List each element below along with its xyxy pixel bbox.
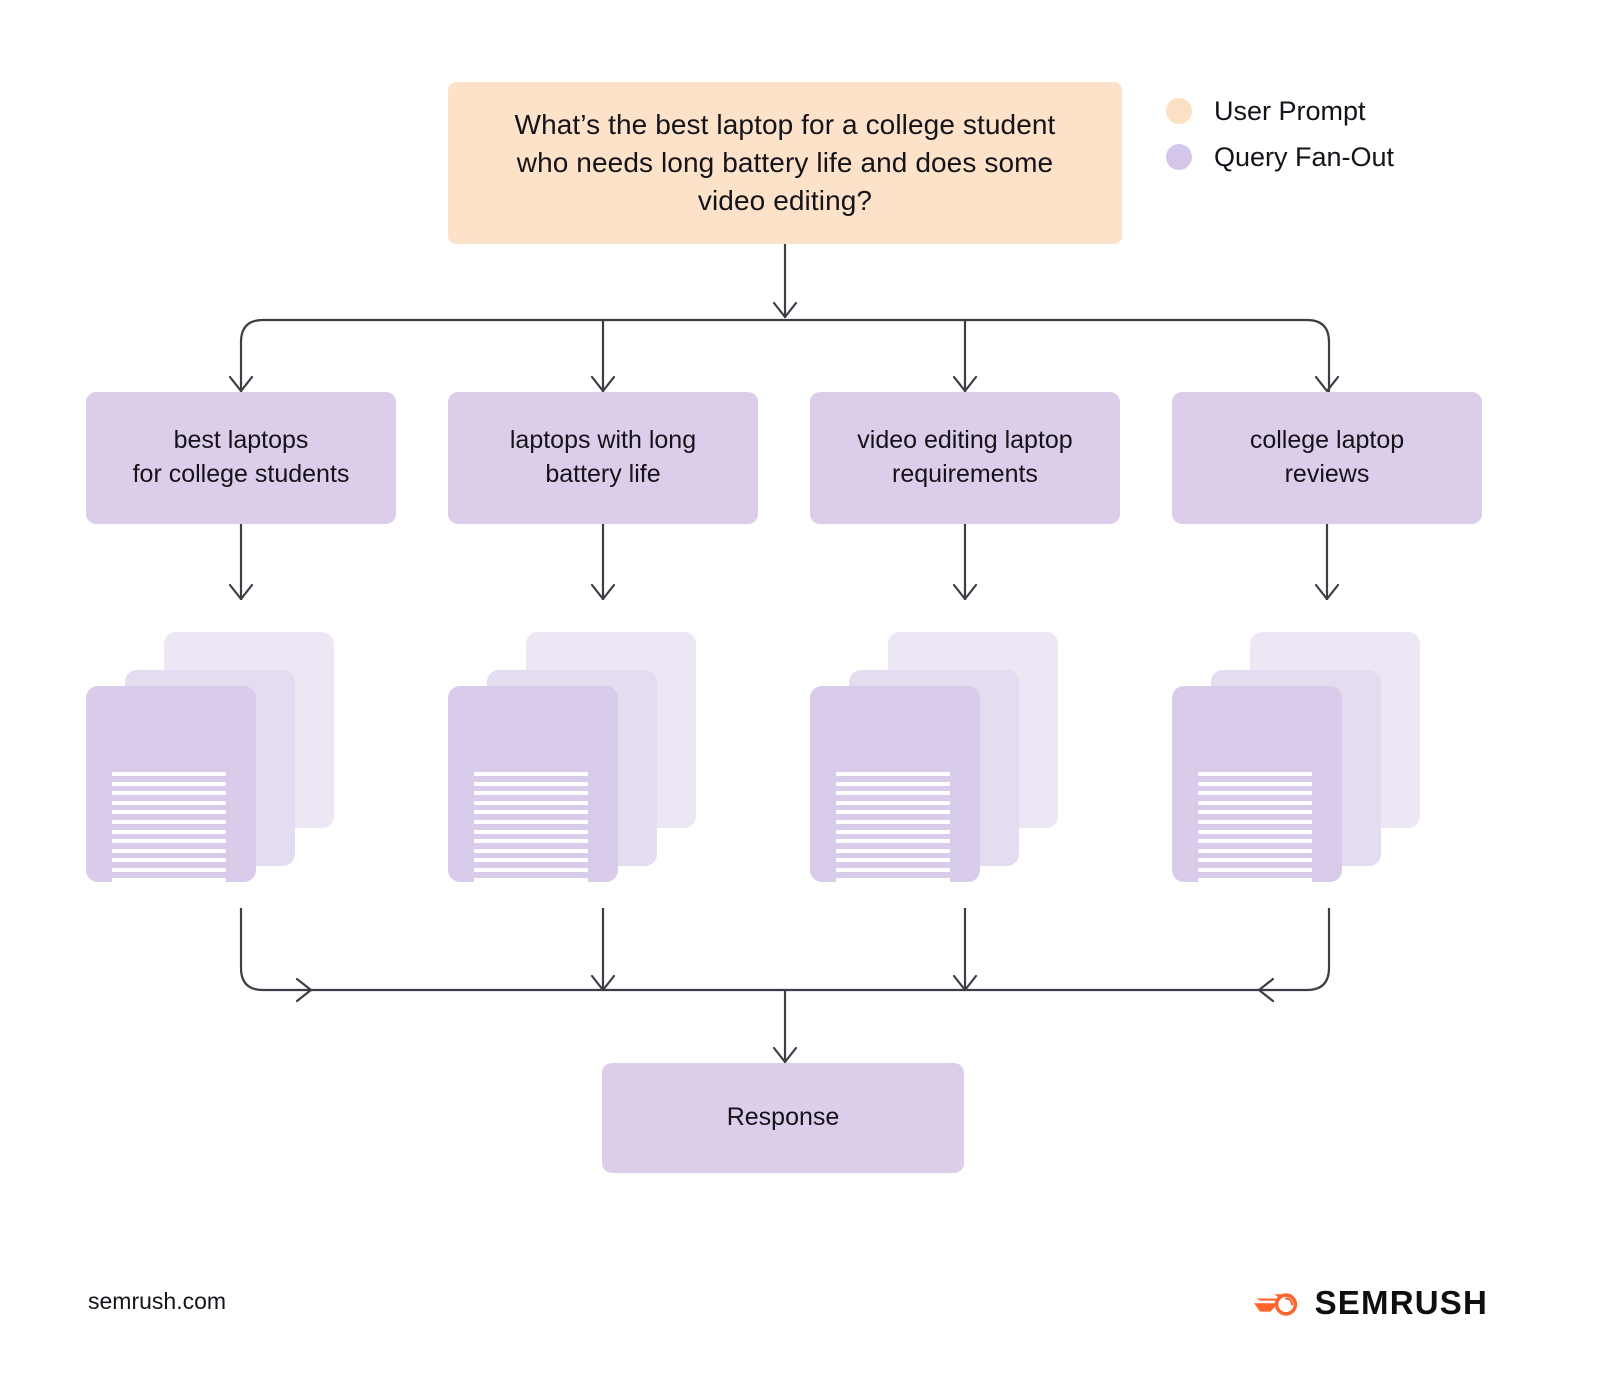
document-text-line [836, 791, 950, 796]
document-text-line [112, 877, 226, 882]
semrush-logo: SEMRUSH [1253, 1284, 1488, 1322]
document-stack-icon [1172, 622, 1422, 901]
document-text-line [112, 848, 226, 853]
document-text-line [836, 781, 950, 786]
legend: User Prompt Query Fan-Out [1166, 88, 1394, 180]
document-text-line [1198, 848, 1312, 853]
document-text-line [1198, 877, 1312, 882]
document-text-line [836, 858, 950, 863]
document-text-line [474, 791, 588, 796]
document-card-front [448, 686, 618, 901]
document-text-line [474, 800, 588, 805]
document-text-line [1198, 887, 1312, 892]
document-text-line [1198, 819, 1312, 824]
document-text-line [836, 829, 950, 834]
legend-dot-icon [1166, 98, 1192, 124]
document-text-line [474, 858, 588, 863]
document-text-line [112, 867, 226, 872]
document-text-line [474, 877, 588, 882]
document-text-line [1198, 810, 1312, 815]
document-text-line [112, 858, 226, 863]
document-text-line [836, 867, 950, 872]
legend-item-query-fan-out: Query Fan-Out [1166, 134, 1394, 180]
document-text-line [836, 800, 950, 805]
document-text-line [474, 810, 588, 815]
document-text-line [112, 829, 226, 834]
document-text-line [1198, 867, 1312, 872]
document-text-line [112, 839, 226, 844]
document-text-lines [1198, 772, 1312, 906]
document-text-line [836, 887, 950, 892]
document-stack-icon [448, 622, 698, 901]
response-box: Response [602, 1063, 964, 1173]
document-text-line [474, 839, 588, 844]
legend-label: Query Fan-Out [1214, 141, 1395, 172]
document-text-line [1198, 781, 1312, 786]
document-text-line [836, 839, 950, 844]
document-text-line [836, 772, 950, 776]
document-text-line [1198, 800, 1312, 805]
document-text-line [836, 877, 950, 882]
document-text-line [1198, 772, 1312, 776]
legend-item-user-prompt: User Prompt [1166, 88, 1394, 134]
document-stack-icon [86, 622, 336, 901]
document-text-line [836, 896, 914, 901]
document-text-line [1198, 858, 1312, 863]
document-card-front [810, 686, 980, 901]
legend-label: User Prompt [1214, 95, 1366, 126]
document-text-line [474, 887, 588, 892]
document-text-line [1198, 896, 1276, 901]
document-text-line [474, 867, 588, 872]
user-prompt-box: What’s the best laptop for a college stu… [448, 82, 1122, 244]
document-text-line [112, 772, 226, 776]
document-text-line [474, 848, 588, 853]
semrush-wordmark: SEMRUSH [1314, 1284, 1488, 1321]
semrush-comet-logo-icon [1253, 1293, 1297, 1316]
document-text-line [474, 819, 588, 824]
document-text-line [112, 800, 226, 805]
document-text-line [112, 896, 190, 901]
document-text-line [474, 772, 588, 776]
document-text-line [1198, 839, 1312, 844]
legend-dot-icon [1166, 144, 1192, 170]
document-text-lines [836, 772, 950, 906]
document-text-line [836, 848, 950, 853]
document-text-line [836, 810, 950, 815]
document-card-front [86, 686, 256, 901]
document-text-line [112, 810, 226, 815]
document-text-line [112, 781, 226, 786]
document-text-line [112, 791, 226, 796]
document-text-line [474, 829, 588, 834]
document-card-front [1172, 686, 1342, 901]
document-text-line [474, 781, 588, 786]
document-text-line [112, 819, 226, 824]
document-text-line [1198, 829, 1312, 834]
source-domain-label: semrush.com [88, 1288, 227, 1314]
document-text-line [474, 896, 552, 901]
document-text-lines [112, 772, 226, 906]
document-text-line [1198, 791, 1312, 796]
document-text-line [836, 819, 950, 824]
document-text-lines [474, 772, 588, 906]
document-stack-icon [810, 622, 1060, 901]
document-text-line [112, 887, 226, 892]
